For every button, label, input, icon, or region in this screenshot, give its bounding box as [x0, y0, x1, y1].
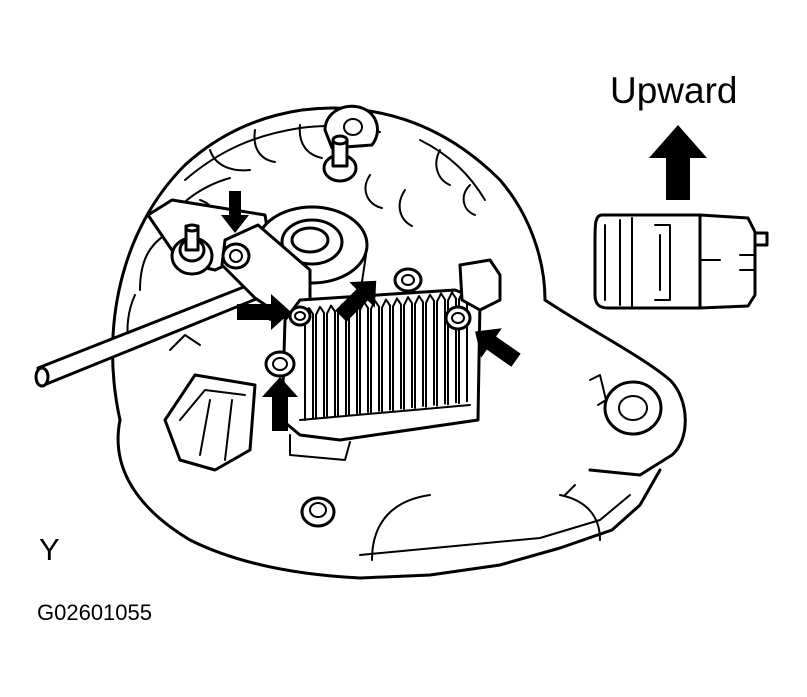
figure-id-label: G02601055: [37, 600, 152, 625]
connector-icon: [593, 213, 769, 310]
upward-label: Upward: [610, 70, 738, 111]
top-mounting-boss: [322, 104, 379, 183]
heat-sink-fin: [315, 305, 325, 420]
view-label: Y: [39, 532, 60, 567]
heat-sink-fin: [436, 292, 446, 407]
heat-sink-fin: [392, 297, 402, 412]
heat-sink-fin: [403, 296, 413, 411]
lower-bolt: [300, 496, 336, 528]
terminal-plate: [220, 223, 312, 320]
pointer-arrow-icon: [262, 377, 298, 431]
right-mounting-ear: [589, 374, 663, 436]
pointer-arrow-icon: [237, 294, 291, 330]
heat-sink-fin: [326, 304, 336, 419]
regulator-screws: [264, 267, 423, 378]
pointer-arrow-icon: [221, 191, 249, 233]
housing-connector: [163, 334, 257, 472]
up-arrow-icon: [649, 125, 707, 200]
heat-sink-fin: [425, 293, 435, 408]
heat-sink-fin: [381, 298, 391, 413]
pointer-arrow-icon: [335, 280, 377, 322]
pointer-arrow-icon: [475, 328, 521, 367]
pointer-arrows: [221, 191, 521, 431]
right-screw: [444, 258, 502, 331]
heat-sink-fin: [414, 295, 424, 409]
